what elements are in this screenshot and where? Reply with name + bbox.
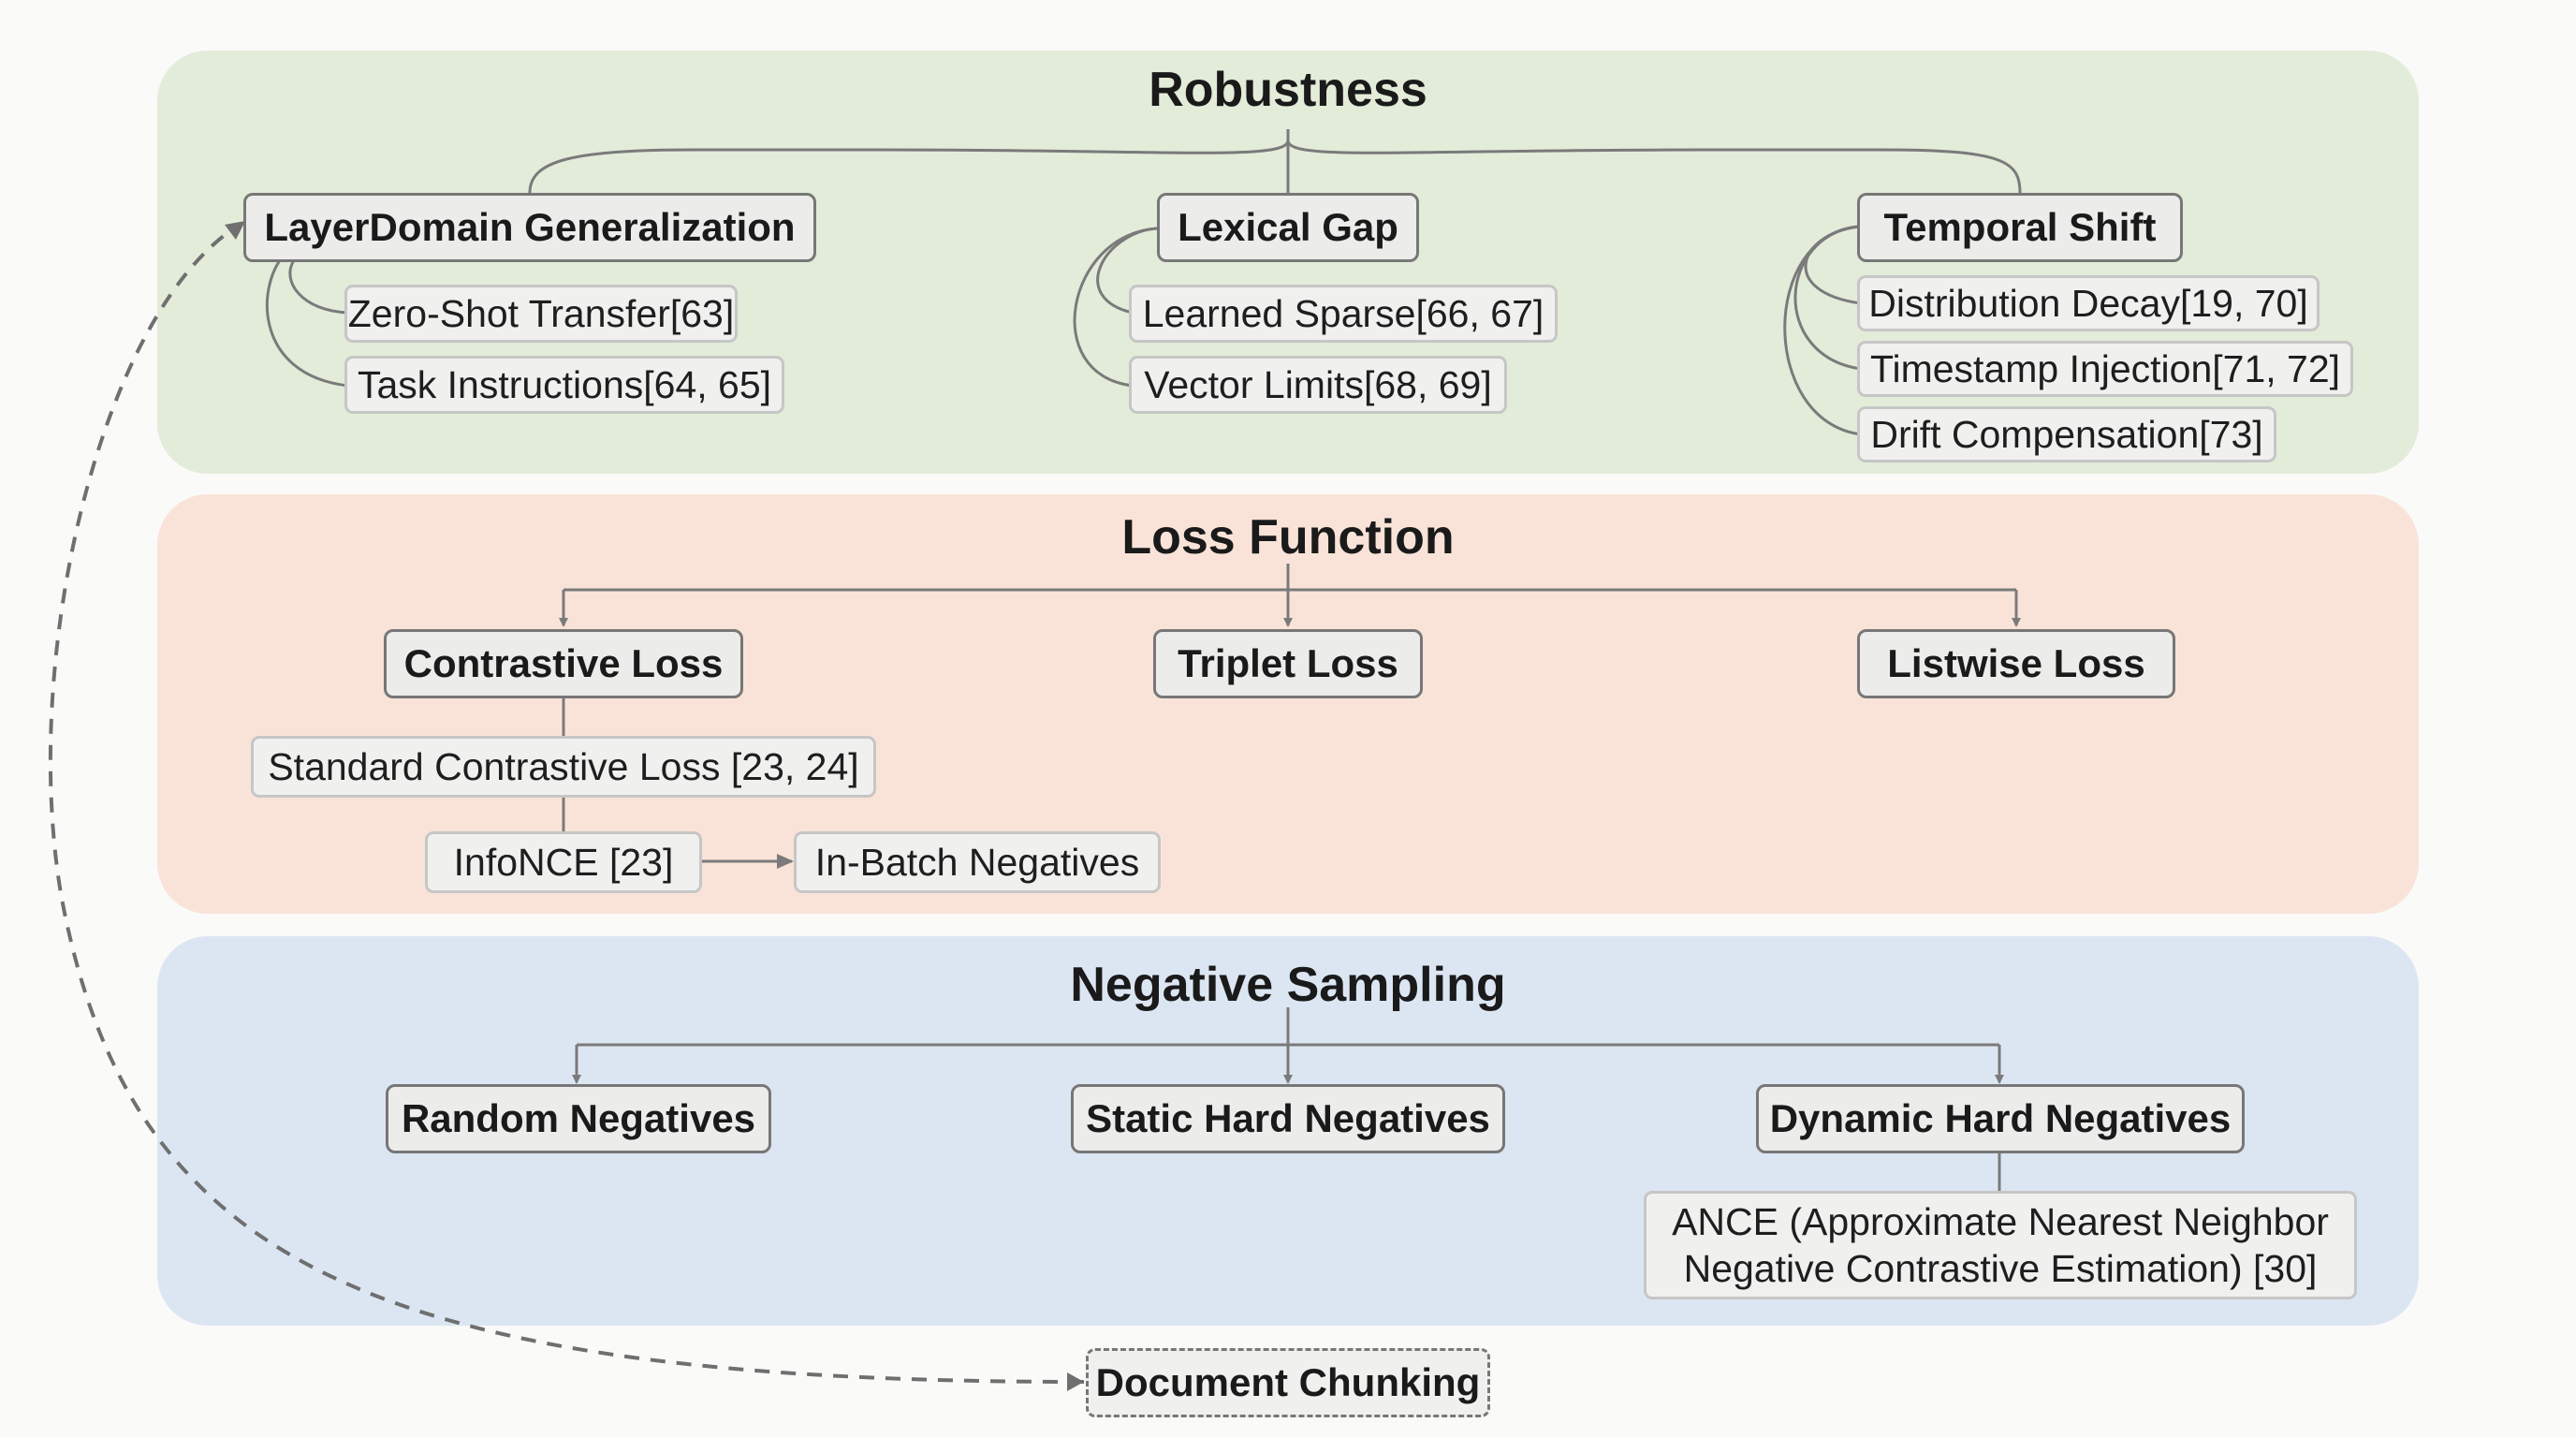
learned-sparse-leaf[interactable]: Learned Sparse[66, 67] <box>1129 285 1558 343</box>
dynamic-hard-negatives-node[interactable]: Dynamic Hard Negatives <box>1756 1084 2245 1153</box>
zero-shot-transfer-leaf[interactable]: Zero-Shot Transfer[63] <box>344 285 738 343</box>
static-hard-negatives-node[interactable]: Static Hard Negatives <box>1071 1084 1505 1153</box>
document-chunking-node[interactable]: Document Chunking <box>1086 1348 1490 1417</box>
lexical-gap-node[interactable]: Lexical Gap <box>1157 193 1419 262</box>
random-negatives-node[interactable]: Random Negatives <box>386 1084 771 1153</box>
task-instructions-leaf[interactable]: Task Instructions[64, 65] <box>344 356 784 414</box>
drift-compensation-leaf[interactable]: Drift Compensation[73] <box>1857 406 2276 462</box>
distribution-decay-leaf[interactable]: Distribution Decay[19, 70] <box>1857 275 2320 331</box>
ance-line-2: Negative Contrastive Estimation) [30] <box>1683 1247 2318 1290</box>
negative-sampling-title: Negative Sampling <box>1070 958 1506 1012</box>
standard-contrastive-loss-leaf[interactable]: Standard Contrastive Loss [23, 24] <box>251 736 876 798</box>
ance-line-1: ANCE (Approximate Nearest Neighbor <box>1672 1199 2329 1243</box>
vector-limits-leaf[interactable]: Vector Limits[68, 69] <box>1129 356 1507 414</box>
triplet-loss-node[interactable]: Triplet Loss <box>1153 629 1423 698</box>
loss-function-title: Loss Function <box>1121 510 1455 565</box>
in-batch-negatives-leaf[interactable]: In-Batch Negatives <box>794 831 1161 893</box>
layerdomain-generalization-node[interactable]: LayerDomain Generalization <box>243 193 816 262</box>
robustness-title: Robustness <box>1149 63 1427 117</box>
infonce-leaf[interactable]: InfoNCE [23] <box>425 831 702 893</box>
temporal-shift-node[interactable]: Temporal Shift <box>1857 193 2183 262</box>
contrastive-loss-node[interactable]: Contrastive Loss <box>384 629 743 698</box>
ance-leaf[interactable]: ANCE (Approximate Nearest Neighbor Negat… <box>1644 1191 2357 1299</box>
timestamp-injection-leaf[interactable]: Timestamp Injection[71, 72] <box>1857 341 2353 397</box>
listwise-loss-node[interactable]: Listwise Loss <box>1857 629 2175 698</box>
